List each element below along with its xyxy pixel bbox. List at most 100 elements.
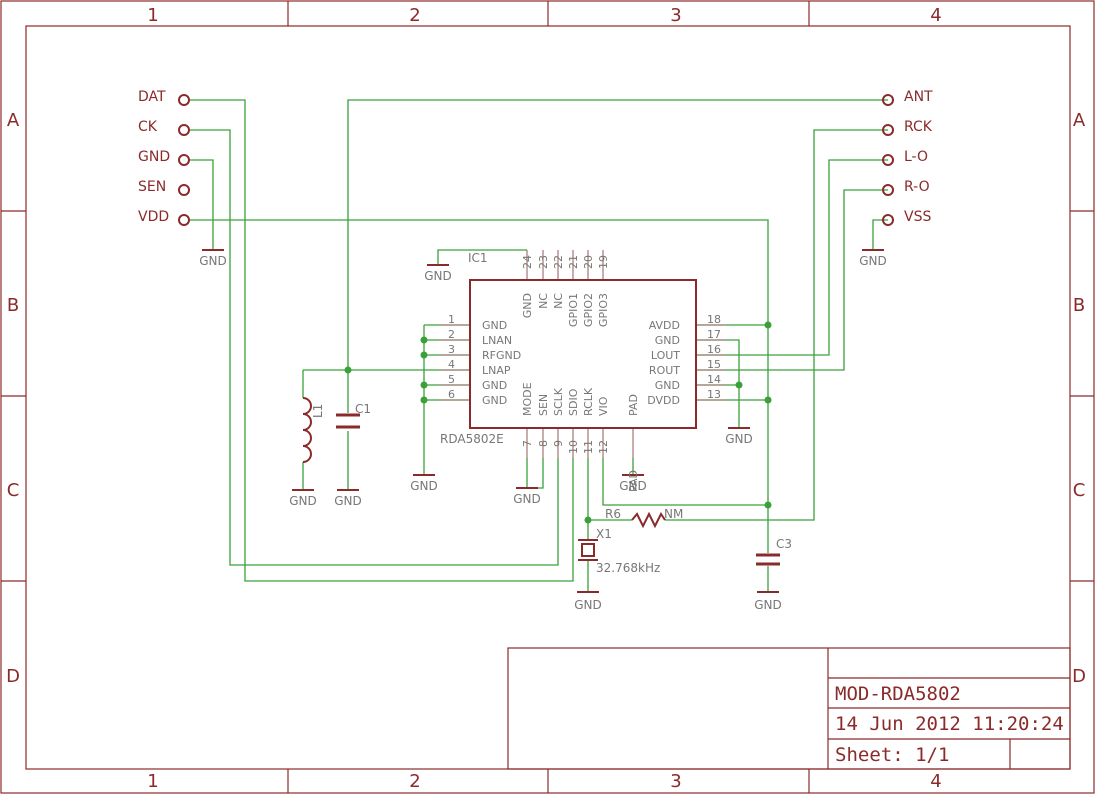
- svg-text:11: 11: [582, 440, 595, 454]
- svg-text:13: 13: [707, 388, 721, 401]
- svg-text:GPIO2: GPIO2: [582, 293, 595, 327]
- connector-label-gnd: GND: [138, 149, 170, 165]
- column-label-top: 3: [670, 5, 681, 26]
- svg-text:5: 5: [448, 373, 455, 386]
- svg-text:SDIO: SDIO: [567, 388, 580, 416]
- svg-text:17: 17: [707, 328, 721, 341]
- connector-label-r-o: R-O: [904, 179, 930, 195]
- svg-text:22: 22: [552, 255, 565, 269]
- svg-text:19: 19: [597, 255, 610, 269]
- row-label-right: D: [1072, 666, 1086, 687]
- title-block-date: 14 Jun 2012 11:20:24: [835, 713, 1064, 735]
- connector-pad: [882, 214, 894, 226]
- ic1-rda5802e: IC1 RDA5802E 1 2 3 4 5 6 GND LNAN RFGND …: [440, 250, 726, 492]
- connector-pad: [178, 124, 190, 136]
- connector-label-vss: VSS: [904, 209, 931, 225]
- svg-text:GND: GND: [482, 394, 507, 407]
- gnd-symbol-ic-top: GND: [424, 264, 452, 283]
- column-label-bottom: 3: [670, 771, 681, 792]
- row-label-left: C: [7, 480, 20, 501]
- capacitor-c3: C3: [756, 537, 792, 566]
- svg-text:15: 15: [707, 358, 721, 371]
- gnd-symbol-pad: GND: [619, 474, 647, 493]
- gnd-symbol-c3: GND: [754, 591, 782, 612]
- connector-label-sen: SEN: [138, 179, 166, 195]
- right-connector: ANT RCK L-O R-O VSS: [882, 89, 933, 226]
- svg-text:L1: L1: [311, 404, 325, 418]
- column-label-top: 4: [930, 5, 941, 26]
- svg-text:GND: GND: [655, 379, 680, 392]
- svg-text:GND: GND: [655, 334, 680, 347]
- gnd-symbol-c1: GND: [334, 489, 362, 508]
- connector-label-ck: CK: [138, 119, 158, 135]
- ic1-part: RDA5802E: [440, 432, 504, 446]
- svg-text:R6: R6: [605, 507, 621, 521]
- row-label-right: C: [1073, 480, 1086, 501]
- connector-label-rck: RCK: [904, 119, 933, 135]
- svg-text:GPIO1: GPIO1: [567, 293, 580, 327]
- svg-text:PAD: PAD: [627, 470, 640, 492]
- svg-text:7: 7: [521, 440, 534, 447]
- column-label-top: 2: [409, 5, 420, 26]
- gnd-symbol-ic-bottom: GND: [513, 487, 541, 506]
- svg-text:RCLK: RCLK: [582, 387, 595, 416]
- connector-pad: [882, 124, 894, 136]
- svg-text:GPIO3: GPIO3: [597, 293, 610, 327]
- left-connector: DAT CK GND SEN VDD: [138, 89, 190, 226]
- frame-column-labels: 1 2 3 4 1 2 3 4: [147, 5, 941, 792]
- svg-text:X1: X1: [596, 527, 612, 541]
- svg-text:32.768kHz: 32.768kHz: [596, 561, 660, 575]
- svg-text:GND: GND: [199, 254, 227, 268]
- column-label-bottom: 1: [147, 771, 158, 792]
- ic1-ref: IC1: [468, 251, 488, 265]
- svg-text:GND: GND: [725, 432, 753, 446]
- title-block-name: MOD-RDA5802: [835, 683, 961, 705]
- svg-text:18: 18: [707, 313, 721, 326]
- ic1-bottom-pins: MODE SEN SCLK SDIO RCLK VIO PAD 7 8 9 10…: [521, 382, 640, 492]
- svg-text:SCLK: SCLK: [552, 387, 565, 416]
- ic1-left-pins: 1 2 3 4 5 6 GND LNAN RFGND LNAP GND GND: [448, 313, 521, 407]
- row-label-left: D: [6, 666, 20, 687]
- row-label-right: B: [1073, 295, 1085, 316]
- gnd-symbol-ic-left: GND: [410, 474, 438, 493]
- column-label-bottom: 4: [930, 771, 941, 792]
- svg-text:GND: GND: [859, 254, 887, 268]
- connector-pad: [178, 184, 190, 196]
- gnd-symbol-ic-right: GND: [725, 427, 753, 446]
- svg-text:PAD: PAD: [627, 394, 640, 416]
- svg-text:1: 1: [448, 313, 455, 326]
- ic1-body: [469, 279, 697, 429]
- svg-text:4: 4: [448, 358, 455, 371]
- svg-text:NC: NC: [537, 293, 550, 309]
- svg-text:GND: GND: [619, 479, 647, 493]
- column-label-top: 1: [147, 5, 158, 26]
- ic1-top-pins: 24 23 22 21 20 19 GND NC NC GPIO1 GPIO2 …: [521, 255, 610, 327]
- gnd-symbol-l1: GND: [289, 489, 317, 508]
- crystal-x1: X1 32.768kHz: [578, 527, 660, 575]
- svg-text:20: 20: [582, 255, 595, 269]
- svg-text:C3: C3: [776, 537, 792, 551]
- connector-pad: [178, 154, 190, 166]
- svg-text:ROUT: ROUT: [649, 364, 680, 377]
- inductor-l1: L1: [302, 397, 325, 463]
- svg-text:14: 14: [707, 373, 721, 386]
- svg-text:VIO: VIO: [597, 396, 610, 416]
- svg-text:LOUT: LOUT: [651, 349, 680, 362]
- gnd-symbol-connector-left: GND: [199, 249, 227, 268]
- svg-text:GND: GND: [482, 379, 507, 392]
- svg-text:16: 16: [707, 343, 721, 356]
- ic1-right-pins: 18 17 16 15 14 13 AVDD GND LOUT ROUT GND…: [647, 313, 721, 407]
- connector-label-ant: ANT: [904, 89, 933, 105]
- svg-text:LNAN: LNAN: [482, 334, 512, 347]
- title-block-sheet: Sheet: 1/1: [835, 744, 949, 766]
- svg-text:2: 2: [448, 328, 455, 341]
- svg-text:GND: GND: [521, 293, 534, 318]
- svg-text:GND: GND: [289, 494, 317, 508]
- connector-label-dat: DAT: [138, 89, 166, 105]
- svg-text:MODE: MODE: [521, 382, 534, 416]
- svg-text:GND: GND: [754, 598, 782, 612]
- connector-pad: [882, 94, 894, 106]
- svg-text:NC: NC: [552, 293, 565, 309]
- ground-symbols: GND GND GND GND GND GND GND GND: [199, 249, 887, 612]
